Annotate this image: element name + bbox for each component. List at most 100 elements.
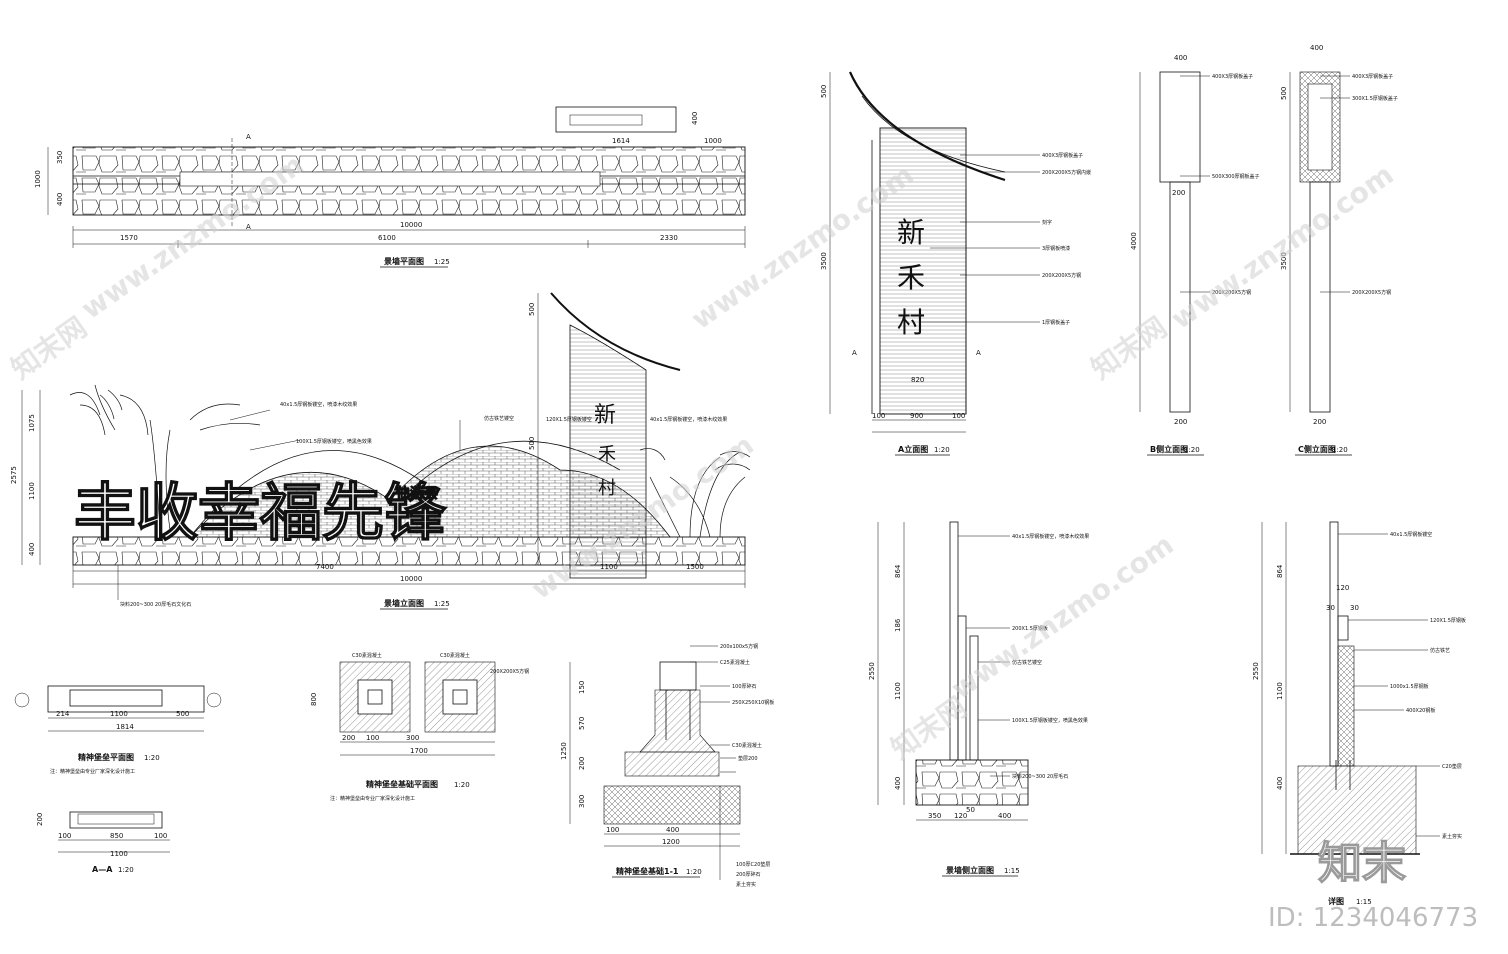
elevation-seg-2: 1100 xyxy=(600,563,618,571)
ws-dim-1100: 1100 xyxy=(894,682,902,700)
section-mark-a-bottom: A xyxy=(246,223,251,231)
a-elevation-scale: 1:20 xyxy=(934,446,950,454)
elevation-note-5: 40x1.5厚钢板镂空，喷漆木纹效果 xyxy=(650,416,727,423)
fs-dim-1250: 1250 xyxy=(560,742,568,760)
elevation-left-dim-3: 1100 xyxy=(28,482,36,500)
fs-dim-200: 200 xyxy=(578,757,586,770)
a-note-6: 1厚钢板盖子 xyxy=(1042,319,1070,326)
a-elevation-panel xyxy=(879,127,967,415)
elevation-sign-pillar xyxy=(569,324,647,579)
elevation-seg-1: 7400 xyxy=(316,563,334,571)
a-dim-820: 820 xyxy=(911,376,924,384)
aa-dim-100-l: 100 xyxy=(58,832,71,840)
fs-concrete-pier xyxy=(639,689,716,753)
ws-dim-2550: 2550 xyxy=(868,662,876,680)
plan-right-dim-3: 1000 xyxy=(704,137,722,145)
a-sign-char-1: 新 xyxy=(897,216,925,249)
image-id-label: ID: 1234046773 xyxy=(1268,903,1478,933)
pillar-plan: 214 1100 500 1814 精神堡垒平面图 1:20 注：精神堡垒由专业… xyxy=(14,685,222,775)
ws-dim-350: 350 xyxy=(928,812,941,820)
a-dim-100-l: 100 xyxy=(872,412,885,420)
b-side-scale: 1:20 xyxy=(1184,446,1200,454)
foundation-label-1: C30素混凝土 xyxy=(352,652,382,659)
c-side-scale: 1:20 xyxy=(1332,446,1348,454)
detail-note-1: 40x1.5厚钢板镂空 xyxy=(1390,531,1432,538)
fs-note-9: 素土夯实 xyxy=(736,881,756,888)
a-dim-100-r: 100 xyxy=(952,412,965,420)
fs-dim-300: 300 xyxy=(578,795,586,808)
detail-dim-2550: 2550 xyxy=(1252,662,1260,680)
pillar-plan-outline xyxy=(47,685,205,713)
fs-dim-570: 570 xyxy=(578,717,586,730)
a-section-mark-left: A xyxy=(852,349,857,357)
c-side-title: C侧立面图 xyxy=(1298,444,1336,454)
foundation-label-3: 200X200X5方钢 xyxy=(490,668,529,675)
aa-dim-850: 850 xyxy=(110,832,123,840)
detail-dim-30b: 30 xyxy=(1350,604,1359,612)
a-note-1: 400X3厚钢板盖子 xyxy=(1042,152,1083,159)
detail-dim-1100: 1100 xyxy=(1276,682,1284,700)
detail-dim-30a: 30 xyxy=(1326,604,1335,612)
detail-scale: 1:15 xyxy=(1356,898,1372,906)
a-note-2: 200X200X5方钢内嵌 xyxy=(1042,169,1091,176)
foundation-plan-note: 注：精神堡垒由专业厂家深化设计施工 xyxy=(330,795,415,802)
pillar-plan-dim-214: 214 xyxy=(56,710,70,718)
plan-view-scale: 1:25 xyxy=(434,258,450,266)
c-dim-3500: 3500 xyxy=(1280,252,1288,270)
ws-note-4: 100X1.5厚钢板镂空，喷黑色效果 xyxy=(1012,717,1088,724)
b-side-elevation: 4000 400 200 200 400X3厚钢板盖子 500X300厚钢板盖子… xyxy=(1130,54,1260,456)
detail-section: 2550 864 1100 400 120 30 30 40x1.5厚钢板镂空 … xyxy=(1252,521,1466,906)
pillar-plan-note: 注：精神堡垒由专业厂家深化设计施工 xyxy=(50,768,135,775)
fp-dim-200: 200 xyxy=(342,734,355,742)
grass-plant-right xyxy=(639,448,751,538)
fs-note-3: 100厚碎石 xyxy=(732,683,757,690)
watermark-url-5: www.znzmo.com xyxy=(1165,158,1399,336)
fs-note-2: C25素混凝土 xyxy=(720,659,750,666)
aa-title: A—A xyxy=(92,865,113,874)
detail-note-2: 120X1.5厚钢板 xyxy=(1430,617,1466,624)
grass-plant-left xyxy=(69,384,261,531)
a-note-5: 200X200X5方钢 xyxy=(1042,272,1081,279)
ws-dim-50: 50 xyxy=(966,806,975,814)
ws-dim-400: 400 xyxy=(894,777,902,790)
plan-left-dim-3: 400 xyxy=(56,193,64,206)
elevation-total-dim: 10000 xyxy=(400,575,422,583)
pillar-plan-scale: 1:20 xyxy=(144,754,160,762)
fp-dim-300: 300 xyxy=(406,734,419,742)
c-dim-400: 400 xyxy=(1310,44,1323,52)
elevation-note-3: 仿古铁艺镂空 xyxy=(484,415,514,422)
elevation-mid-dim-3: 500 xyxy=(528,437,536,450)
fp-dim-1700: 1700 xyxy=(410,747,428,755)
ws-dim-186: 186 xyxy=(894,618,902,632)
plan-right-dim-2: 400 xyxy=(691,112,699,125)
foundation-plan-scale: 1:20 xyxy=(454,781,470,789)
plan-seg-1: 1570 xyxy=(120,234,138,242)
fs-note-4: 250X250X10钢板 xyxy=(732,699,774,706)
c-note-3: 200X200X5方钢 xyxy=(1352,289,1391,296)
watermark-url-4: www.znzmo.com xyxy=(945,528,1179,706)
plan-left-dim-2: 350 xyxy=(56,151,64,164)
c-note-2: 300X1.5厚钢板盖子 xyxy=(1352,95,1398,102)
elevation-note-4: 120X1.5厚钢板镂空 xyxy=(546,416,592,423)
a-sign-char-3: 村 xyxy=(897,306,925,339)
fs-note-7: 100厚C20垫层 xyxy=(736,861,770,868)
detail-note-4: 1000x1.5厚钢板 xyxy=(1390,683,1429,690)
aa-dim-1100: 1100 xyxy=(110,850,128,858)
fs-note-6: 垫层200 xyxy=(738,755,758,762)
elevation-view: 新 禾 村 丰收幸福先锋 仙游县 40x1.5厚钢板镂空，喷漆木纹效果 100X… xyxy=(10,292,751,610)
fp-dim-100: 100 xyxy=(366,734,379,742)
b-note-2: 500X300厚钢板盖子 xyxy=(1212,173,1260,180)
fs-dim-1200: 1200 xyxy=(662,838,680,846)
b-note-3: 200X200X5方钢 xyxy=(1212,289,1251,296)
ws-dim-120: 120 xyxy=(954,812,967,820)
fs-note-1: 200x100x5方钢 xyxy=(720,643,758,650)
c-dim-200: 200 xyxy=(1313,418,1326,426)
section-mark-a-top: A xyxy=(246,133,251,141)
fs-note-8: 200厚碎石 xyxy=(736,871,761,878)
elevation-view-title: 景墙立面图 xyxy=(384,598,424,608)
elevation-left-dim-2: 2575 xyxy=(10,466,18,484)
fs-dim-400: 400 xyxy=(666,826,679,834)
plan-right-dim-1: 1614 xyxy=(612,137,630,145)
a-note-4: 3厚钢板喷漆 xyxy=(1042,245,1070,252)
